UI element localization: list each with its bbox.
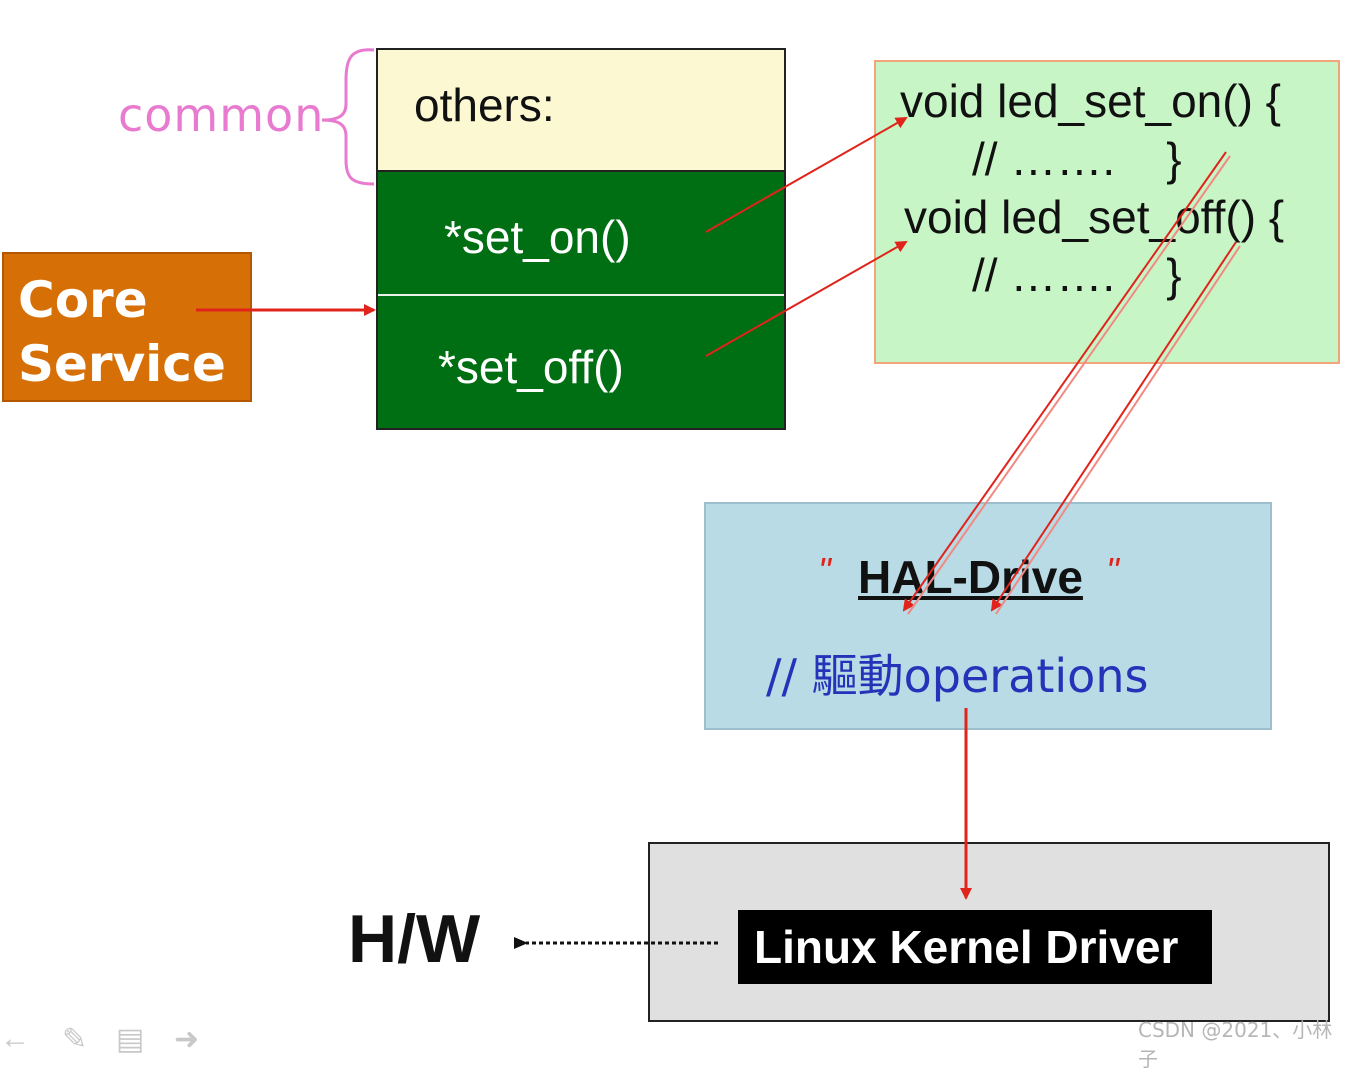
struct-others-section: others:	[378, 50, 784, 172]
core-service-box: Core Service	[2, 252, 252, 402]
common-label: common	[118, 88, 325, 142]
impl-led-set-on-signature: void led_set_on() {	[900, 75, 1282, 127]
impl-led-set-off-body: // ……. }	[972, 249, 1182, 301]
struct-divider	[378, 294, 784, 296]
hal-struct-box: others: *set_on() *set_off()	[376, 48, 786, 430]
struct-set-on-pointer: *set_on()	[444, 211, 631, 263]
set-on-to-impl-arrow	[705, 117, 908, 233]
hal-drive-box: " HAL-Drive " // 驅動operations	[704, 502, 1272, 730]
hal-quote-left: "	[818, 550, 831, 591]
hal-drive-title: HAL-Drive	[858, 551, 1083, 603]
implementation-box: void led_set_on() { // ……. } void led_se…	[874, 60, 1340, 364]
impl-set-off-to-hal-arrow	[990, 241, 1241, 615]
struct-others-label: others:	[414, 79, 555, 131]
core-service-line2: Service	[18, 335, 226, 393]
core-service-line1: Core	[18, 271, 148, 329]
hardware-label: H/W	[348, 901, 481, 977]
kernel-driver-label: Linux Kernel Driver	[754, 921, 1179, 973]
impl-led-set-off-signature: void led_set_off() {	[904, 191, 1285, 243]
set-off-to-impl-arrow	[705, 241, 908, 357]
hal-quote-right: "	[1106, 550, 1119, 591]
common-brace	[321, 48, 375, 186]
connector-overlay	[196, 48, 1241, 949]
kernel-driver-label-bg	[738, 910, 1212, 984]
struct-set-off-pointer: *set_off()	[438, 341, 624, 393]
impl-led-set-on-body: // ……. }	[972, 133, 1182, 185]
hal-operations-comment: // 驅動operations	[766, 649, 1149, 703]
impl-set-on-to-hal-arrow	[902, 151, 1231, 615]
